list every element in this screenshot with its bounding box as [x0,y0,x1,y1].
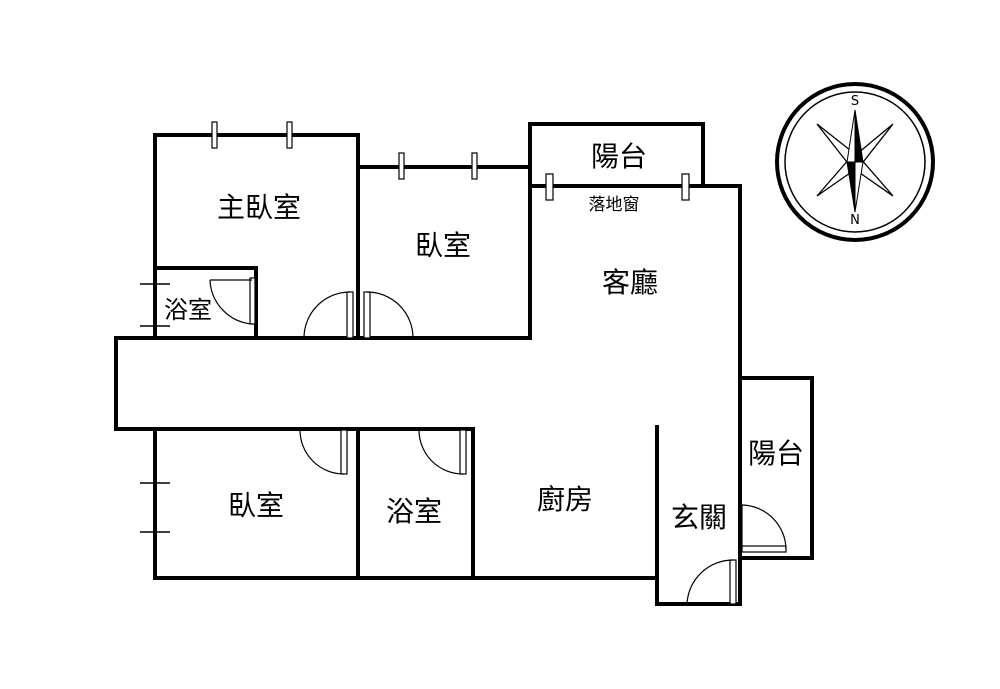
needle-bottom-light [854,161,864,213]
master-bedroom-walls [153,133,360,340]
walls [114,122,814,606]
top-balcony-walls [528,122,705,188]
label-bottom-bedroom: 臥室 [228,489,284,522]
compass-inner-ring [784,91,926,233]
window-mark [398,152,405,180]
window-mark [471,152,478,180]
label-entrance: 玄關 [671,501,727,534]
label-top-balcony: 陽台 [591,140,647,173]
label-small-bathroom: 浴室 [164,296,212,324]
needle-bottom-dark [846,161,856,213]
door-small-bathroom [209,277,256,325]
needle-top-light [846,109,856,163]
label-bottom-bathroom: 浴室 [386,495,442,528]
label-right-balcony: 陽台 [748,437,804,470]
window-mark [286,121,293,149]
label-living-room: 客廳 [602,266,658,299]
small-bathroom-walls [153,266,258,340]
living-room-walls [528,184,742,606]
door-bottom-bedroom [299,429,348,475]
doors [209,277,787,605]
label-kitchen: 廚房 [537,483,593,516]
label-top-bedroom: 臥室 [415,229,471,262]
door-top-bedroom [363,291,414,339]
corridor-walls [114,336,532,431]
room-labels: 主臥室 臥室 浴室 陽台 落地窗 客廳 臥室 浴室 廚房 玄關 陽台 [164,140,804,534]
window-mark [211,121,218,149]
label-master-bedroom: 主臥室 [217,191,301,224]
door-master-bedroom [303,291,354,339]
door-right-balcony [741,504,787,553]
label-floor-window: 落地窗 [589,195,640,215]
compass-outer-ring [775,82,935,242]
needle-top-dark [854,109,864,163]
window-mark [545,173,554,201]
compass-letter-top: S [851,94,859,109]
right-balcony-walls [738,376,814,560]
door-entrance [686,559,737,605]
window-mark [681,173,690,201]
compass-letter-bottom: N [850,213,860,228]
bottom-rooms-walls [153,427,659,580]
door-bottom-bathroom [418,429,467,475]
compass: S N [775,82,935,242]
windows [140,121,690,533]
